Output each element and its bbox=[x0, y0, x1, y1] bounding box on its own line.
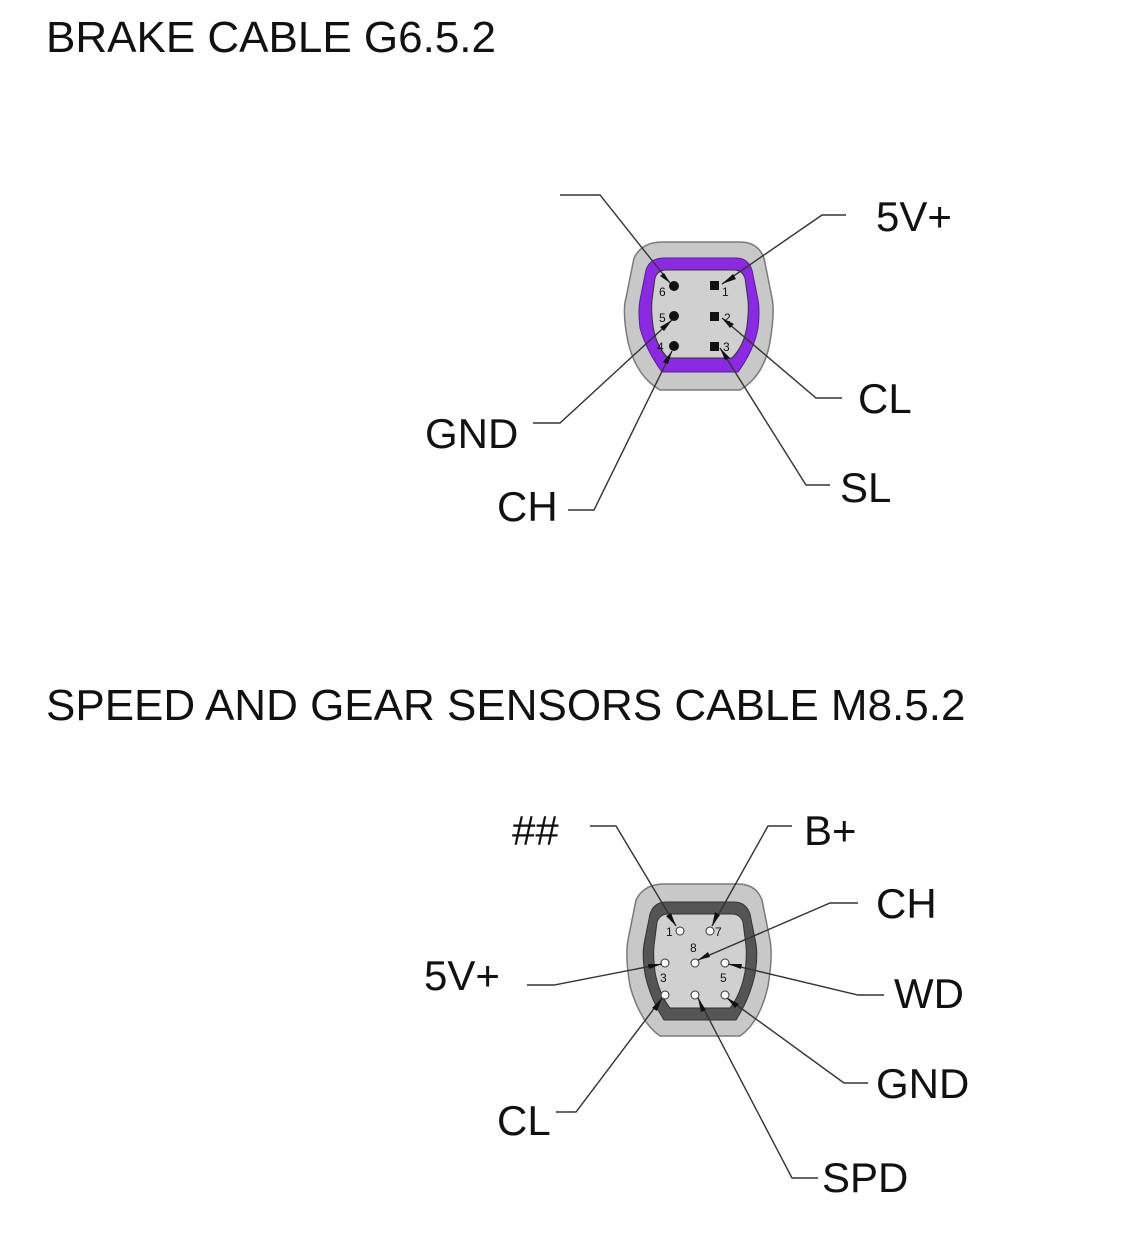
brake-arrow-pin-1 bbox=[722, 274, 736, 284]
brake-arrow-pin-3 bbox=[720, 348, 730, 360]
brake-pin-number-1: 1 bbox=[722, 285, 729, 299]
speed-leader-pin-8 bbox=[697, 902, 858, 961]
brake-pin-number-5: 5 bbox=[659, 311, 666, 325]
speed-arrow-pin-3 bbox=[648, 964, 662, 969]
speed-leader-pin-5 bbox=[726, 997, 868, 1084]
speed-arrow-pin-8 bbox=[698, 952, 710, 960]
brake-pin-6 bbox=[669, 281, 679, 291]
speed-label-gnd: GND bbox=[876, 1060, 969, 1107]
speed-pin-7 bbox=[705, 926, 715, 936]
speed-connector-face bbox=[653, 913, 747, 1009]
speed-arrow-pin-2 bbox=[652, 998, 662, 1011]
brake-pin-2 bbox=[710, 312, 719, 321]
speed-pin-number-1: 1 bbox=[666, 925, 673, 939]
speed-arrow-pin-6 bbox=[728, 964, 742, 969]
speed-pin-6 bbox=[720, 958, 730, 968]
speed-label-hash: ## bbox=[512, 807, 559, 854]
speed-arrow-pin-7 bbox=[712, 912, 720, 926]
speed-arrow-pin-9 bbox=[698, 998, 706, 1012]
speed-pin-number-3: 3 bbox=[660, 971, 667, 985]
speed-pin-8 bbox=[690, 958, 700, 968]
speed-pin-2 bbox=[660, 990, 670, 1000]
speed-label-5v-plus: 5V+ bbox=[424, 952, 500, 999]
speed-leader-pin-1 bbox=[590, 825, 677, 927]
brake-pin-5 bbox=[669, 311, 679, 321]
brake-pin-number-4: 4 bbox=[657, 340, 664, 354]
speed-label-wd: WD bbox=[894, 970, 964, 1017]
brake-leader-pin-4 bbox=[568, 350, 673, 511]
brake-leader-pin-5 bbox=[533, 319, 673, 424]
speed-pin-number-5: 5 bbox=[720, 971, 727, 985]
brake-arrow-pin-2 bbox=[722, 318, 734, 328]
brake-pin-number-2: 2 bbox=[724, 311, 731, 325]
speed-label-ch: CH bbox=[876, 880, 937, 927]
brake-pin-1 bbox=[710, 281, 719, 290]
brake-arrow-pin-6 bbox=[660, 273, 670, 283]
speed-arrow-pin-1 bbox=[666, 913, 676, 926]
speed-gear-cable-title: SPEED AND GEAR SENSORS CABLE M8.5.2 bbox=[46, 681, 966, 730]
brake-label-5v-plus: 5V+ bbox=[876, 193, 952, 240]
speed-gear-cable-connector-diagram: 1 7 8 3 5 ## B+ CH 5V+ WD GND CL SPD bbox=[424, 807, 969, 1201]
speed-pin-4 bbox=[720, 990, 730, 1000]
speed-leader-pin-2 bbox=[556, 997, 663, 1113]
brake-label-cl: CL bbox=[858, 375, 912, 422]
brake-label-gnd: GND bbox=[425, 410, 518, 457]
speed-label-spd: SPD bbox=[822, 1154, 908, 1201]
speed-pin-9 bbox=[690, 990, 700, 1000]
brake-connector-face bbox=[651, 269, 749, 359]
speed-leader-pin-9 bbox=[697, 997, 818, 1179]
speed-leader-pin-6 bbox=[727, 963, 884, 996]
brake-leader-pin-3 bbox=[719, 347, 830, 486]
speed-pin-number-8: 8 bbox=[690, 941, 697, 955]
speed-pin-number-7: 7 bbox=[715, 925, 722, 939]
brake-pin-4 bbox=[669, 341, 679, 351]
speed-pin-3 bbox=[660, 958, 670, 968]
brake-label-ch: CH bbox=[497, 483, 558, 530]
brake-pin-number-6: 6 bbox=[659, 285, 666, 299]
brake-cable-title: BRAKE CABLE G6.5.2 bbox=[46, 13, 496, 62]
speed-leader-pin-3 bbox=[527, 963, 663, 986]
brake-leader-pin-2 bbox=[721, 317, 842, 399]
brake-label-sl: SL bbox=[840, 464, 891, 511]
speed-label-cl: CL bbox=[497, 1097, 551, 1144]
brake-leader-pin-6 bbox=[560, 194, 671, 284]
speed-arrow-pin-5 bbox=[727, 998, 739, 1008]
brake-arrow-pin-5 bbox=[660, 320, 672, 331]
speed-label-b-plus: B+ bbox=[804, 807, 857, 854]
speed-leader-pin-7 bbox=[711, 825, 792, 927]
brake-pin-3 bbox=[710, 342, 719, 351]
brake-leader-pin-1 bbox=[721, 214, 846, 285]
brake-cable-connector-diagram: 6 1 5 2 4 3 5V+ CL SL CH GND bbox=[425, 193, 952, 530]
speed-pin-1 bbox=[675, 926, 685, 936]
brake-arrow-pin-4 bbox=[663, 351, 672, 364]
brake-pin-number-3: 3 bbox=[723, 340, 730, 354]
